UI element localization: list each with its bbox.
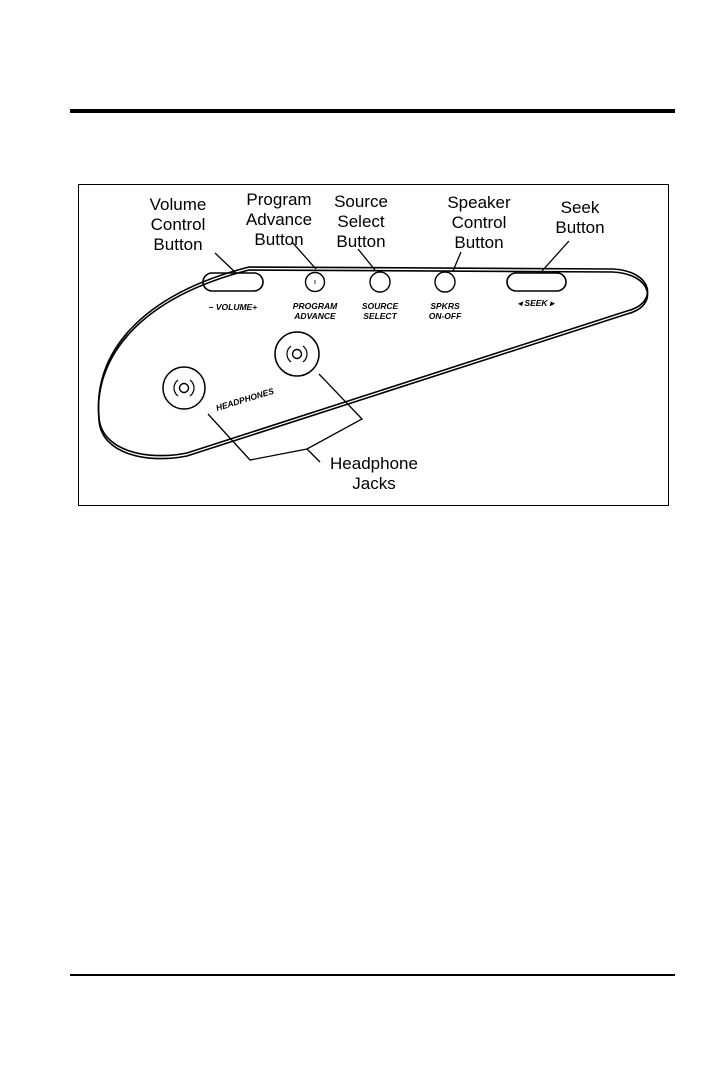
program-panel-label-2: ADVANCE	[293, 311, 336, 321]
source-panel-label-2: SELECT	[363, 311, 397, 321]
volume-callout-line-1: Volume	[150, 195, 207, 214]
program-callout-line-3: Button	[254, 230, 303, 249]
figure-frame: – VOLUME+ PROGRAM ADVANCE SOURCE SELECT …	[78, 184, 669, 506]
seek-panel-label: ◂ SEEK ▸	[518, 298, 556, 308]
source-callout-line-3: Button	[336, 232, 385, 251]
rear-seat-controls-diagram: – VOLUME+ PROGRAM ADVANCE SOURCE SELECT …	[79, 185, 668, 505]
program-callout-line-2: Advance	[246, 210, 312, 229]
speaker-callout-line-2: Control	[452, 213, 507, 232]
volume-callout-line-3: Button	[153, 235, 202, 254]
speaker-callout-line-3: Button	[454, 233, 503, 252]
seek-callout-line-2: Button	[555, 218, 604, 237]
panel-shadow-edge	[98, 270, 647, 459]
program-panel-label-1: PROGRAM	[293, 301, 338, 311]
speakers-panel-label-2: ON-OFF	[429, 311, 462, 321]
speaker-callout-line-1: Speaker	[447, 193, 511, 212]
headphone-callout-line-2: Jacks	[352, 474, 395, 493]
speakers-panel-label-1: SPKRS	[430, 301, 460, 311]
bottom-rule	[70, 974, 675, 976]
source-select-button[interactable]	[370, 272, 390, 292]
top-rule	[70, 109, 675, 113]
volume-panel-label: – VOLUME+	[209, 302, 257, 312]
speaker-control-button[interactable]	[435, 272, 455, 292]
volume-callout-line-2: Control	[151, 215, 206, 234]
source-panel-label-1: SOURCE	[362, 301, 399, 311]
headphone-jack-left[interactable]	[163, 367, 205, 409]
headphone-jack-right[interactable]	[275, 332, 319, 376]
source-callout-line-2: Select	[337, 212, 385, 231]
seek-callout-line-1: Seek	[561, 198, 600, 217]
seek-button[interactable]	[507, 273, 566, 291]
headphones-panel-label: HEADPHONES	[215, 386, 276, 413]
source-callout-line-1: Source	[334, 192, 388, 211]
headphone-callout-line-1: Headphone	[330, 454, 418, 473]
program-callout-line-1: Program	[246, 190, 311, 209]
